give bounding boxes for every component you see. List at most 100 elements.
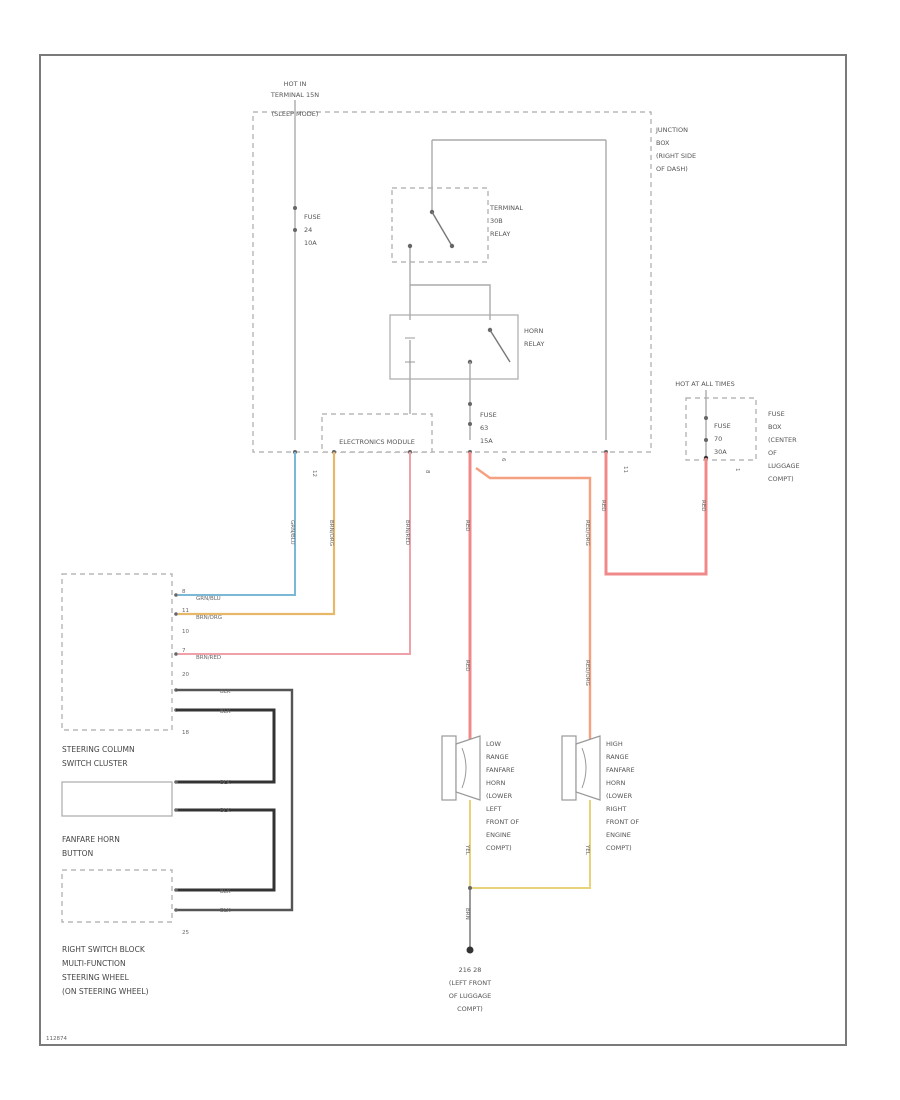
high-range-horn-label: HIGH RANGE FANFARE HORN (LOWER RIGHT FRO… (606, 740, 639, 852)
svg-text:OF DASH): OF DASH) (656, 165, 688, 173)
svg-text:8: 8 (424, 470, 430, 474)
svg-text:10: 10 (182, 629, 189, 635)
svg-text:RIGHT SWITCH BLOCK: RIGHT SWITCH BLOCK (62, 945, 146, 954)
fuse-box-label: FUSE BOX (CENTER OF LUGGAGE COMPT) (768, 410, 800, 483)
svg-text:JUNCTION: JUNCTION (655, 126, 688, 134)
svg-text:8: 8 (182, 589, 186, 595)
svg-text:LUGGAGE: LUGGAGE (768, 462, 800, 470)
svg-text:BRN/RED: BRN/RED (196, 655, 221, 661)
svg-text:HORN: HORN (524, 327, 544, 335)
svg-text:YEL: YEL (464, 844, 470, 856)
wire-blk-3 (176, 808, 276, 892)
svg-text:FUSE: FUSE (304, 213, 321, 221)
ground-wire-labels: YEL YEL BRN (464, 844, 590, 920)
svg-text:BLK: BLK (220, 780, 231, 786)
svg-text:ENGINE: ENGINE (606, 831, 631, 839)
svg-text:COMPT): COMPT) (768, 475, 794, 483)
svg-text:30A: 30A (714, 448, 727, 456)
steering-column-switch-cluster (61, 573, 173, 731)
svg-text:GRN/BLU: GRN/BLU (289, 520, 295, 545)
high-range-horn (561, 735, 601, 801)
svg-text:COMPT): COMPT) (457, 1005, 483, 1013)
module-pin-labels: 12 8 6 11 (311, 458, 628, 477)
svg-text:RED: RED (600, 500, 606, 512)
wire-brn-red (178, 452, 411, 655)
svg-text:RANGE: RANGE (486, 753, 509, 761)
svg-text:(CENTER: (CENTER (768, 436, 797, 444)
svg-text:BRN: BRN (464, 908, 470, 920)
diagram-id: 112874 (46, 1036, 67, 1042)
svg-text:BUTTON: BUTTON (62, 849, 93, 858)
svg-text:(LOWER: (LOWER (486, 792, 513, 800)
svg-text:HORN: HORN (486, 779, 506, 787)
svg-text:STEERING WHEEL: STEERING WHEEL (62, 973, 130, 982)
svg-text:70: 70 (714, 435, 722, 443)
ground-point-label: 216 28 (LEFT FRONT OF LUGGAGE COMPT) (449, 966, 492, 1013)
svg-text:RELAY: RELAY (490, 230, 510, 238)
fanfare-horn-button-label: FANFARE HORN BUTTON (62, 835, 120, 858)
svg-text:HORN: HORN (606, 779, 626, 787)
hot-at-all-times-label: HOT AT ALL TIMES (675, 380, 735, 388)
right-switch-block-label: RIGHT SWITCH BLOCK MULTI-FUNCTION STEERI… (62, 945, 149, 996)
svg-text:BRN/ORG: BRN/ORG (328, 520, 334, 546)
svg-text:FRONT OF: FRONT OF (486, 818, 519, 826)
svg-text:FRONT OF: FRONT OF (606, 818, 639, 826)
steering-column-label: STEERING COLUMN SWITCH CLUSTER (62, 745, 135, 768)
wire-brn-org (178, 452, 336, 616)
svg-text:COMPT): COMPT) (606, 844, 632, 852)
svg-text:RIGHT: RIGHT (606, 805, 626, 813)
wire-grn-blu (178, 452, 296, 596)
fuse-70-label: FUSE 70 30A (714, 422, 731, 456)
right-switch-pin: 25 (182, 930, 189, 936)
svg-text:ENGINE: ENGINE (486, 831, 511, 839)
svg-text:HOT IN: HOT IN (284, 80, 307, 88)
svg-text:BOX: BOX (768, 423, 782, 431)
fanfare-horn-button (61, 781, 173, 817)
svg-text:FANFARE: FANFARE (606, 766, 635, 774)
svg-text:30B: 30B (490, 217, 503, 225)
svg-text:63: 63 (480, 424, 488, 432)
outer-frame (39, 54, 847, 1046)
svg-text:11: 11 (622, 466, 628, 473)
right-switch-block (61, 869, 173, 923)
svg-text:YEL: YEL (584, 844, 590, 856)
wire-red-fuse-box (604, 452, 708, 576)
fuse-24-label: FUSE 24 10A (304, 213, 321, 247)
svg-text:GRN/BLU: GRN/BLU (196, 596, 221, 602)
fuse-box-outline (685, 397, 757, 461)
svg-text:TERMINAL: TERMINAL (489, 204, 523, 212)
svg-text:7: 7 (182, 648, 186, 654)
svg-text:BLK: BLK (220, 908, 231, 914)
svg-text:RED/ORG: RED/ORG (584, 520, 590, 546)
svg-text:(LOWER: (LOWER (606, 792, 633, 800)
svg-text:LOW: LOW (486, 740, 502, 748)
black-wire-labels: BLK BLK BLK BLK BLK BLK (220, 689, 231, 914)
electronics-module-label: ELECTRONICS MODULE (339, 438, 415, 446)
junction-box-outline (252, 111, 652, 453)
wire-color-labels: GRN/BLU BRN/ORG BRN/RED RED RED/ORG RED … (289, 500, 706, 686)
svg-text:18: 18 (182, 730, 189, 736)
svg-text:11: 11 (182, 608, 189, 614)
svg-text:OF LUGGAGE: OF LUGGAGE (449, 992, 492, 1000)
junction-box-label: JUNCTION BOX (RIGHT SIDE OF DASH) (655, 126, 696, 173)
svg-text:BLK: BLK (220, 889, 231, 895)
svg-text:12: 12 (311, 470, 317, 477)
svg-text:COMPT): COMPT) (486, 844, 512, 852)
wire-blk-2 (176, 708, 276, 784)
horn-relay-label: HORN RELAY (524, 327, 544, 348)
svg-text:OF: OF (768, 449, 777, 457)
svg-text:RED/ORG: RED/ORG (584, 660, 590, 686)
svg-text:(LEFT FRONT: (LEFT FRONT (449, 979, 491, 987)
svg-text:LEFT: LEFT (486, 805, 501, 813)
svg-text:24: 24 (304, 226, 312, 234)
svg-text:20: 20 (182, 672, 189, 678)
steering-wire-labels: GRN/BLU BRN/ORG BRN/RED (196, 596, 222, 661)
svg-text:BRN/RED: BRN/RED (404, 520, 410, 545)
svg-text:15A: 15A (480, 437, 493, 445)
fuse-box-pin: 1 (734, 468, 740, 472)
svg-text:STEERING COLUMN: STEERING COLUMN (62, 745, 135, 754)
horn-relay (389, 314, 519, 380)
svg-text:RED: RED (700, 500, 706, 512)
svg-text:SWITCH CLUSTER: SWITCH CLUSTER (62, 759, 128, 768)
